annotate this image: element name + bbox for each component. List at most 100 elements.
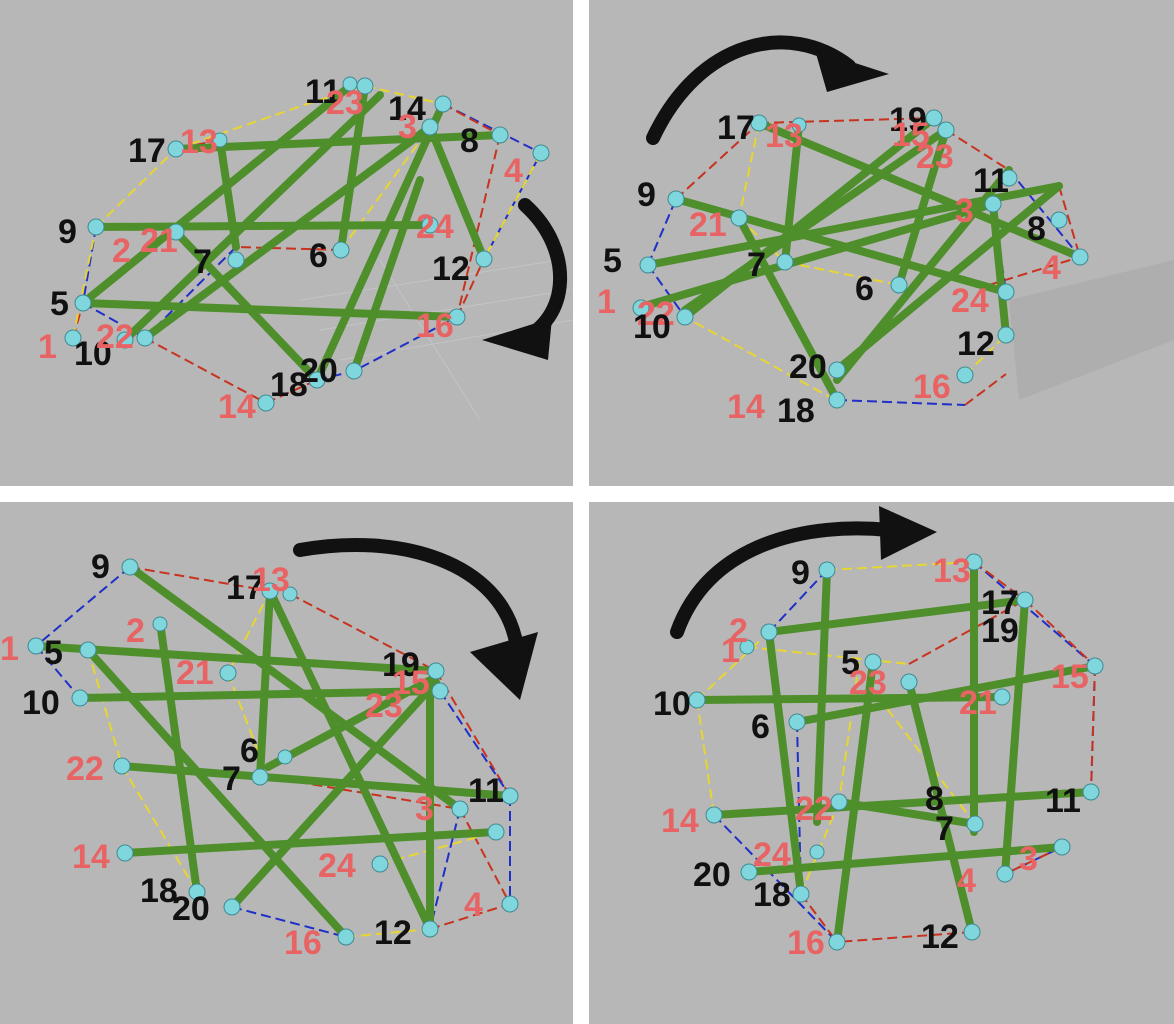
- tensegrity-view: 11 23 14 8 3 4 17 13 9 2 21 7 6 24 12 5 …: [38, 73, 573, 426]
- node-label: 3: [415, 790, 434, 828]
- node-label: 16: [787, 924, 825, 962]
- node-label: 13: [252, 561, 290, 599]
- node-label: 11: [973, 162, 1009, 200]
- node-label: 21: [959, 684, 997, 722]
- node-label: 7: [222, 760, 241, 798]
- node-label: 3: [398, 108, 417, 146]
- node-label: 18: [270, 366, 308, 404]
- node-label: 17: [128, 132, 166, 170]
- node-label: 20: [789, 348, 827, 386]
- node-label: 7: [935, 810, 954, 848]
- cables: [35, 566, 511, 938]
- node-label: 1: [38, 328, 57, 366]
- node-label: 23: [849, 664, 887, 702]
- node-label: 15: [1051, 658, 1089, 696]
- panel-bottom-left: 9 17 13 1 5 2 21 10 19 15 23 6 7 22 3 11…: [0, 502, 573, 1024]
- node-label: 3: [955, 192, 974, 230]
- node-label: 19: [889, 101, 927, 139]
- node-label: 16: [416, 307, 454, 345]
- cables: [696, 561, 1096, 943]
- node-label: 1: [721, 632, 740, 670]
- node-label: 24: [318, 847, 356, 885]
- node-label: 1: [597, 283, 616, 321]
- node-label: 22: [66, 750, 104, 788]
- floor-grid: [299, 259, 573, 421]
- node-label: 13: [765, 117, 803, 155]
- nodes: [632, 109, 1089, 409]
- node-label: 9: [637, 176, 656, 214]
- node-label: 7: [193, 243, 212, 281]
- node-label: 13: [180, 123, 218, 161]
- node-label: 7: [747, 246, 766, 284]
- node-label: 21: [140, 222, 178, 260]
- node-label: 11: [468, 772, 504, 810]
- node-label: 12: [374, 914, 412, 952]
- node-label: 9: [58, 213, 77, 251]
- rotation-arrow-icon: [482, 198, 567, 360]
- node-label: 12: [921, 918, 959, 956]
- node-label: 23: [916, 138, 954, 176]
- node-label: 4: [464, 886, 483, 924]
- node-label: 5: [44, 634, 63, 672]
- node-label: 17: [226, 569, 264, 607]
- node-label: 1: [0, 630, 19, 668]
- node-label: 5: [841, 644, 860, 682]
- node-label: 8: [925, 780, 944, 818]
- node-label: 10: [22, 684, 60, 722]
- floor-shadow: [1009, 260, 1174, 400]
- node-label: 4: [504, 152, 523, 190]
- node-label: 18: [140, 872, 178, 910]
- node-label: 12: [957, 325, 995, 363]
- node-label: 20: [300, 352, 338, 390]
- struts: [693, 558, 1099, 946]
- node-label: 23: [365, 687, 403, 725]
- tensegrity-view: 9 17 13 1 5 2 21 10 19 15 23 6 7 22 3 11…: [0, 537, 538, 962]
- node-label: 15: [392, 664, 430, 702]
- tensegrity-view: 17 13 19 15 23 11 3 8 4 9 21 7 6 24 5 1 …: [597, 35, 1174, 430]
- node-label: 24: [753, 836, 791, 874]
- node-label: 22: [795, 790, 833, 828]
- struts: [79, 82, 504, 384]
- node-label: 14: [661, 802, 699, 840]
- node-label: 24: [416, 208, 454, 246]
- rotation-arrow-icon: [646, 35, 889, 145]
- panel-top-right: 17 13 19 15 23 11 3 8 4 9 21 7 6 24 5 1 …: [589, 0, 1174, 486]
- nodes: [688, 553, 1104, 951]
- node-label: 2: [112, 232, 131, 270]
- nodes: [64, 76, 550, 412]
- node-label: 15: [892, 116, 930, 154]
- tensegrity-view: 9 13 17 19 1 2 5 23 15 10 21 6 14 22 8 7…: [653, 506, 1104, 962]
- node-label: 20: [693, 856, 731, 894]
- node-label: 10: [74, 335, 112, 373]
- node-label: 24: [951, 282, 989, 320]
- node-label: 16: [913, 368, 951, 406]
- node-label: 4: [957, 862, 976, 900]
- node-label: 8: [460, 122, 479, 160]
- panel-top-left: 11 23 14 8 3 4 17 13 9 2 21 7 6 24 12 5 …: [0, 0, 573, 486]
- nodes: [27, 558, 519, 946]
- node-label: 17: [717, 109, 755, 147]
- node-label: 10: [633, 308, 671, 346]
- node-label: 11: [305, 73, 341, 111]
- panel-bottom-right: 9 13 17 19 1 2 5 23 15 10 21 6 14 22 8 7…: [589, 502, 1174, 1024]
- struts: [32, 563, 514, 941]
- node-label: 6: [751, 708, 770, 746]
- node-label: 10: [653, 685, 691, 723]
- node-label: 21: [176, 654, 214, 692]
- node-label: 6: [240, 732, 259, 770]
- node-label: 18: [777, 392, 815, 430]
- node-label: 14: [388, 90, 426, 128]
- node-label: 19: [981, 612, 1019, 650]
- node-label: 18: [753, 876, 791, 914]
- node-label: 23: [326, 84, 364, 122]
- node-label: 6: [309, 237, 328, 275]
- node-label: 21: [689, 206, 727, 244]
- node-label: 19: [382, 646, 420, 684]
- node-label: 3: [1019, 840, 1038, 878]
- node-label: 12: [432, 250, 470, 288]
- node-label: 6: [855, 270, 874, 308]
- node-label: 11: [1045, 782, 1081, 820]
- node-label: 13: [933, 552, 971, 590]
- node-label: 2: [126, 612, 145, 650]
- rotation-arrow-icon: [293, 537, 538, 700]
